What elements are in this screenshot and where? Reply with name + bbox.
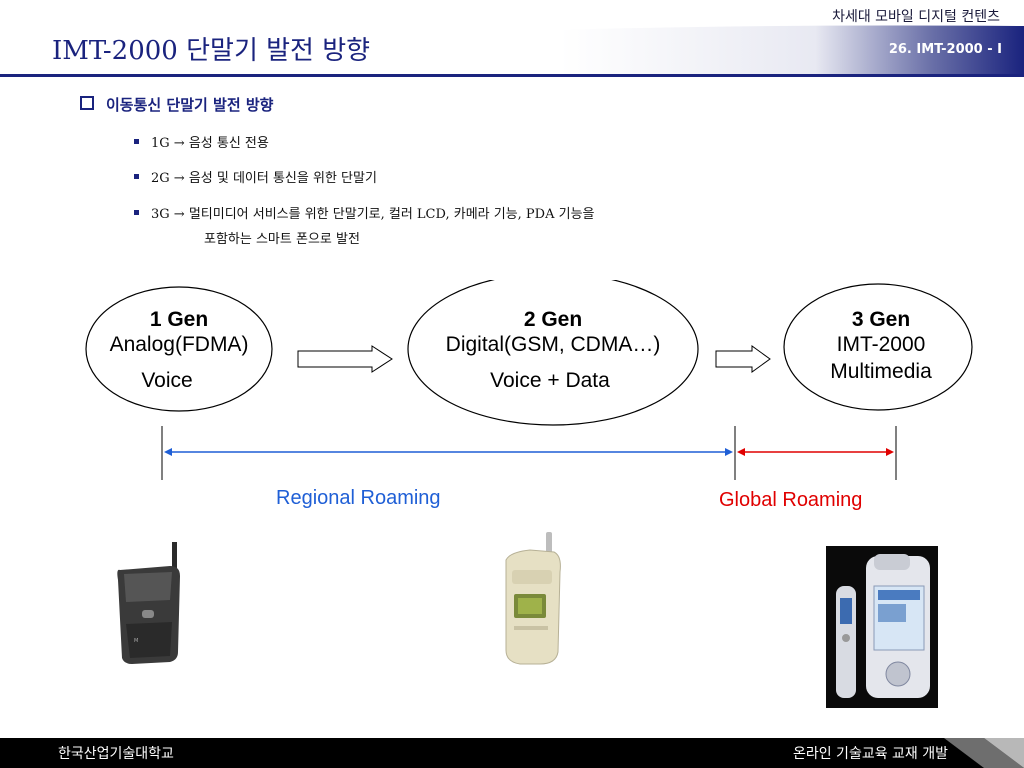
- header-subtitle: 차세대 모바일 디지털 컨텐츠: [832, 9, 1000, 25]
- 2g-phone-image: [505, 532, 561, 665]
- checkbox-bullet-icon: [80, 96, 94, 110]
- arrow-gen1-to-gen2: [297, 345, 393, 373]
- bullet-item: 3G → 멀티미디어 서비스를 위한 단말기로, 컬러 LCD, 카메라 기능,…: [134, 203, 595, 222]
- square-bullet-icon: [134, 174, 139, 179]
- gen2-title: 2 Gen: [523, 308, 583, 331]
- arrow-gen2-to-gen3: [715, 345, 771, 373]
- header-band: [0, 0, 1024, 77]
- gen1-label: 1 Gen Analog(FDMA) Voice: [84, 308, 274, 393]
- gen1-ellipse: [85, 286, 273, 412]
- gen3-title: 3 Gen: [851, 308, 911, 331]
- section-heading-text: 이동통신 단말기 발전 방향: [106, 96, 274, 114]
- slide-number: 26. IMT-2000 - I: [888, 42, 1002, 57]
- gen2-line2: Voice + Data: [490, 369, 610, 392]
- footer-left-text: 한국산업기술대학교: [58, 746, 174, 762]
- bullet-text: 3G → 멀티미디어 서비스를 위한 단말기로, 컬러 LCD, 카메라 기능,…: [151, 207, 595, 222]
- gen2-ellipse: [407, 280, 699, 426]
- regional-roaming-label: Regional Roaming: [276, 487, 441, 509]
- square-bullet-icon: [134, 210, 139, 215]
- global-roaming-label: Global Roaming: [719, 489, 863, 511]
- footer-right-text: 온라인 기술교육 교재 개발: [792, 746, 948, 762]
- page-title: IMT-2000 단말기 발전 방향: [52, 36, 371, 66]
- gen3-ellipse: [783, 283, 973, 411]
- footer-bar: [0, 738, 1024, 768]
- 3g-phone-image: [826, 546, 938, 708]
- gen1-line2: Voice: [141, 369, 193, 392]
- gen1-title: 1 Gen: [149, 308, 209, 331]
- svg-text:M: M: [134, 638, 138, 644]
- gen3-label: 3 Gen IMT-2000 Multimedia: [786, 308, 976, 384]
- 1g-phone-image: M: [117, 542, 180, 664]
- bullet-continuation: 포함하는 스마트 폰으로 발전: [204, 232, 360, 247]
- generation-diagram: [85, 280, 973, 480]
- gen3-line2: Multimedia: [830, 360, 932, 383]
- gen2-label: 2 Gen Digital(GSM, CDMA…) Voice + Data: [408, 308, 698, 393]
- footer-decoration: [944, 738, 1024, 768]
- bullet-text: 1G → 음성 통신 전용: [151, 136, 269, 151]
- bullet-text: 2G → 음성 및 데이터 통신을 위한 단말기: [151, 171, 377, 186]
- gen1-line1: Analog(FDMA): [109, 333, 249, 356]
- gen2-line1: Digital(GSM, CDMA…): [445, 333, 661, 356]
- bullet-item: 2G → 음성 및 데이터 통신을 위한 단말기: [134, 167, 377, 186]
- section-heading: 이동통신 단말기 발전 방향: [80, 94, 273, 115]
- gen3-line1: IMT-2000: [836, 333, 926, 356]
- bullet-item: 1G → 음성 통신 전용: [134, 132, 269, 151]
- square-bullet-icon: [134, 139, 139, 144]
